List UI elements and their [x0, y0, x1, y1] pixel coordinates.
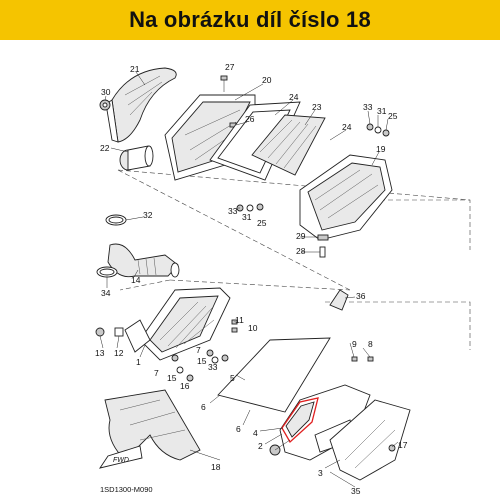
callout-7-right: 7: [196, 345, 201, 355]
callout-25-upper: 25: [388, 111, 398, 121]
callout-16: 16: [180, 381, 190, 391]
fwd-direction-arrow: FWD: [98, 445, 143, 469]
part-24-seal: [209, 101, 301, 181]
callout-3: 3: [318, 468, 323, 478]
callout-26: 26: [245, 114, 255, 124]
callout-5: 5: [230, 373, 235, 383]
callout-15-left: 15: [167, 373, 177, 383]
callout-7-left: 7: [154, 368, 159, 378]
callout-24-lower: 24: [342, 122, 352, 132]
exploded-parts-diagram: FWD: [95, 62, 471, 496]
callout-24-upper: 24: [289, 92, 299, 102]
part-28-pin: [319, 246, 326, 258]
callout-2: 2: [258, 441, 263, 451]
callout-34: 34: [101, 288, 111, 298]
title-banner: Na obrázku díl číslo 18: [0, 0, 500, 40]
callout-36: 36: [356, 291, 366, 301]
part-12-grommet: [114, 327, 124, 337]
part-9-8-screws: [351, 356, 374, 362]
part-17-bolt: [388, 444, 396, 452]
callout-33-upper: 33: [363, 102, 373, 112]
part-13-nut: [95, 327, 105, 337]
part-23-filter-element: [251, 114, 326, 176]
callout-8: 8: [368, 339, 373, 349]
part-10-11-screws: [231, 319, 238, 333]
part-27-screw: [220, 75, 228, 92]
callout-22: 22: [100, 143, 110, 153]
part-20-cover-frame: [164, 94, 256, 181]
callout-33-lower: 33: [228, 206, 238, 216]
callout-25-lower: 25: [257, 218, 267, 228]
part-32-clamp: [105, 214, 127, 226]
callout-31-lower: 31: [242, 212, 252, 222]
callout-33-middle: 33: [208, 362, 218, 372]
callout-32: 32: [143, 210, 153, 220]
callout-14: 14: [131, 275, 141, 285]
callout-6-lower: 6: [236, 424, 241, 434]
hardware-33-31-25-left: [236, 203, 264, 212]
callout-10: 10: [248, 323, 258, 333]
callout-29: 29: [296, 231, 306, 241]
callout-18: 18: [211, 462, 221, 472]
part-34-clamp: [96, 266, 118, 278]
drawing-code: 1SD1300-M090: [100, 485, 153, 494]
part-18-splash-guard: [104, 389, 201, 461]
part-3-outer-cover: [329, 399, 411, 481]
part-2-rear-cover: [279, 384, 371, 461]
part-22-duct: [119, 145, 154, 171]
part-21-intake-cover: [105, 67, 177, 143]
hardware-33-31-25-right: [366, 123, 390, 137]
part-6-gasket: [217, 337, 331, 413]
callout-1: 1: [136, 357, 141, 367]
part-36-clip: [329, 289, 349, 311]
callout-9: 9: [352, 339, 357, 349]
part-29-clip: [317, 234, 329, 241]
callout-leaders: [99, 71, 399, 488]
callout-13: 13: [95, 348, 105, 358]
callout-27: 27: [225, 62, 235, 72]
callout-35: 35: [351, 486, 361, 496]
part-14-joint-hose: [107, 243, 180, 278]
fwd-label: FWD: [113, 457, 129, 464]
callout-28: 28: [296, 246, 306, 256]
callout-31-upper: 31: [377, 106, 387, 116]
part-1-filter-case: [124, 287, 231, 361]
callout-15-right: 15: [197, 356, 207, 366]
part-30-nut: [99, 99, 111, 111]
part-35-bolt: [269, 439, 291, 456]
callout-23: 23: [312, 102, 322, 112]
callout-6-upper: 6: [201, 402, 206, 412]
callout-numbers: 21 30 22 27 20 26 24 23 33 31 25 24 19 3…: [95, 62, 408, 496]
part-19-case-cover: [299, 154, 393, 241]
banner-title: Na obrázku díl číslo 18: [129, 7, 371, 32]
callout-12: 12: [114, 348, 124, 358]
callout-20: 20: [262, 75, 272, 85]
callout-21: 21: [130, 64, 140, 74]
callout-19: 19: [376, 144, 386, 154]
callout-4: 4: [253, 428, 258, 438]
callout-30: 30: [101, 87, 111, 97]
callout-11: 11: [235, 315, 244, 325]
hardware-7-15-16: [171, 349, 229, 382]
callout-17: 17: [398, 440, 408, 450]
